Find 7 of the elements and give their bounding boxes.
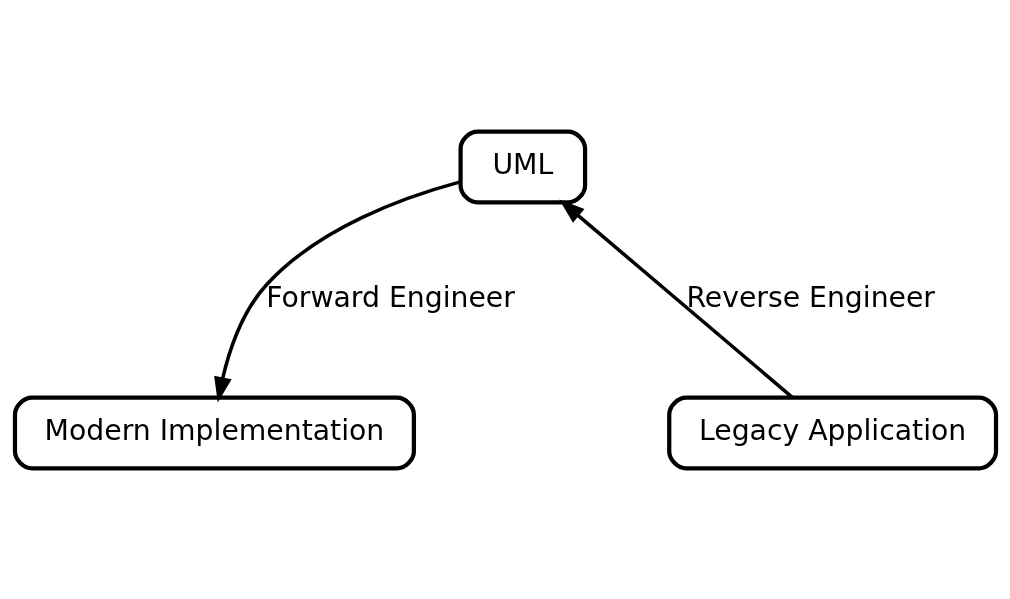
- node-box: Legacy Application: [666, 395, 998, 470]
- edge-label: Reverse Engineer: [685, 280, 935, 314]
- arrow: [213, 179, 461, 402]
- arrow: [558, 198, 794, 399]
- edge-label: Forward Engineer: [265, 280, 515, 314]
- node-box: Modern Implementation: [12, 395, 416, 470]
- node-box: UML: [457, 129, 587, 204]
